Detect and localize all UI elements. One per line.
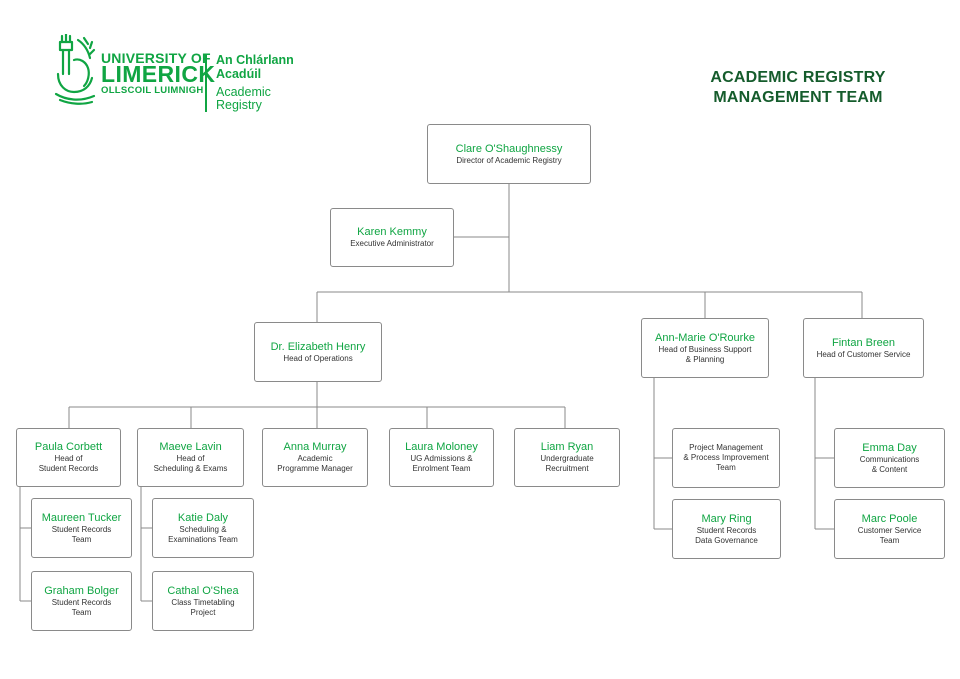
university-logo: UNIVERSITY OF LIMERICK OLLSCOIL LUIMNIGH… xyxy=(54,34,304,114)
person-card-student-records-team-2: Graham Bolger Student Records Team xyxy=(31,571,132,631)
person-name: Maureen Tucker xyxy=(41,511,122,524)
person-card-ug-admissions: Laura Moloney UG Admissions & Enrolment … xyxy=(389,428,494,487)
dept-irish-line1: An Chlárlann xyxy=(216,53,294,67)
person-role: Head of Business Support & Planning xyxy=(658,344,752,364)
person-role: Student Records Team xyxy=(51,597,112,617)
person-name: Cathal O'Shea xyxy=(167,584,239,597)
person-role: Head of Customer Service xyxy=(816,349,911,359)
person-card-customer-service-team: Marc Poole Customer Service Team xyxy=(834,499,945,559)
person-name: Marc Poole xyxy=(861,512,918,525)
person-card-head-of-business-support: Ann-Marie O'Rourke Head of Business Supp… xyxy=(641,318,769,378)
person-role: Student Records Data Governance xyxy=(695,525,758,545)
dept-english-line2: Registry xyxy=(216,98,262,112)
person-role: Executive Administrator xyxy=(350,239,434,248)
person-name: Fintan Breen xyxy=(832,336,895,349)
person-card-communications: Emma Day Communications & Content xyxy=(834,428,945,488)
person-role: Academic Programme Manager xyxy=(277,454,353,473)
university-name-line2: LIMERICK xyxy=(101,61,216,87)
page-title-line1: ACADEMIC REGISTRY xyxy=(710,69,886,86)
person-name: Dr. Elizabeth Henry xyxy=(270,340,366,353)
university-irish-name: OLLSCOIL LUIMNIGH xyxy=(101,85,204,96)
person-card-data-governance: Mary Ring Student Records Data Governanc… xyxy=(672,499,781,559)
person-name: Karen Kemmy xyxy=(357,226,427,238)
person-name: Liam Ryan xyxy=(540,441,594,453)
person-card-head-of-student-records: Paula Corbett Head of Student Records xyxy=(16,428,121,487)
person-role: Head of Operations xyxy=(283,353,353,363)
person-card-timetabling-project: Cathal O'Shea Class Timetabling Project xyxy=(152,571,254,631)
person-card-head-of-customer-service: Fintan Breen Head of Customer Service xyxy=(803,318,924,378)
person-card-head-of-operations: Dr. Elizabeth Henry Head of Operations xyxy=(254,322,382,382)
person-role: Customer Service Team xyxy=(857,525,922,545)
person-card-head-of-scheduling: Maeve Lavin Head of Scheduling & Exams xyxy=(137,428,244,487)
person-card-executive-administrator: Karen Kemmy Executive Administrator xyxy=(330,208,454,267)
person-name: Ann-Marie O'Rourke xyxy=(655,331,755,344)
dept-english-line1: Academic xyxy=(216,85,271,99)
dept-irish-line2: Acadúil xyxy=(216,67,262,81)
person-role: Head of Scheduling & Exams xyxy=(153,454,228,473)
person-role: Communications & Content xyxy=(859,454,920,474)
page-title-line2: MANAGEMENT TEAM xyxy=(713,89,883,106)
person-role: Undergraduate Recruitment xyxy=(540,454,594,473)
person-card-ug-recruitment: Liam Ryan Undergraduate Recruitment xyxy=(514,428,620,487)
team-card-project-management: Project Management & Process Improvement… xyxy=(672,428,780,488)
person-card-scheduling-team: Katie Daly Scheduling & Examinations Tea… xyxy=(152,498,254,558)
person-name: Anna Murray xyxy=(283,441,347,453)
person-name: Paula Corbett xyxy=(34,441,103,453)
person-name: Clare O'Shaughnessy xyxy=(455,142,563,155)
person-name: Katie Daly xyxy=(177,511,229,524)
crest-icon xyxy=(54,34,96,105)
university-name-line1: UNIVERSITY OF xyxy=(101,50,211,66)
person-role: Scheduling & Examinations Team xyxy=(168,524,238,544)
logo-divider xyxy=(205,54,207,112)
person-role: UG Admissions & Enrolment Team xyxy=(410,454,473,473)
person-role: Director of Academic Registry xyxy=(456,155,562,165)
person-name: Laura Moloney xyxy=(405,441,478,453)
person-role: Student Records Team xyxy=(51,524,112,544)
person-role: Class Timetabling Project xyxy=(171,597,235,617)
person-name: Mary Ring xyxy=(701,512,752,525)
team-role: Project Management & Process Improvement… xyxy=(683,443,769,472)
person-role: Head of Student Records xyxy=(38,454,99,473)
person-name: Emma Day xyxy=(862,441,917,454)
person-card-director: Clare O'Shaughnessy Director of Academic… xyxy=(427,124,591,184)
person-card-programme-manager: Anna Murray Academic Programme Manager xyxy=(262,428,368,487)
person-card-student-records-team-1: Maureen Tucker Student Records Team xyxy=(31,498,132,558)
person-name: Maeve Lavin xyxy=(159,441,222,453)
person-name: Graham Bolger xyxy=(44,584,119,597)
page-title: ACADEMIC REGISTRY MANAGEMENT TEAM xyxy=(680,68,916,108)
